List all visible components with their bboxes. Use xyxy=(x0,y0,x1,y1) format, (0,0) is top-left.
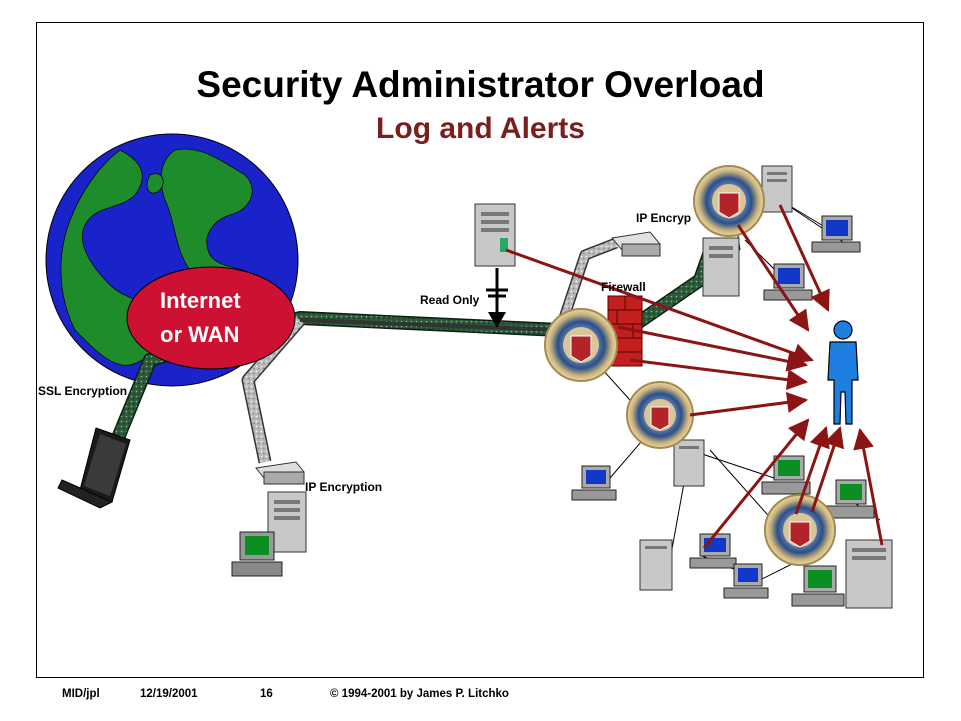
server-icon xyxy=(639,539,673,591)
workstation-icon xyxy=(763,263,813,301)
internet-cloud xyxy=(126,266,296,370)
administrator-person-icon xyxy=(827,320,859,425)
server-icon xyxy=(702,237,740,297)
ip-encryption-label: IP Encryption xyxy=(305,480,383,494)
workstation-icon xyxy=(761,455,811,495)
server-icon xyxy=(845,539,893,609)
alert-arrows xyxy=(505,204,884,549)
server-icon xyxy=(761,165,793,213)
workstation-icon xyxy=(571,465,617,501)
firewall-label: Firewall xyxy=(601,280,646,294)
footer-author: MID/jpl xyxy=(62,688,100,700)
workstation-icon xyxy=(825,479,875,519)
server-icon xyxy=(474,203,516,267)
laptop-icon xyxy=(57,427,131,509)
internet-label: Internet xyxy=(160,288,241,313)
wan-label: or WAN xyxy=(160,322,240,347)
agency-seal-icon xyxy=(693,165,765,237)
encryptor-device-icon xyxy=(255,461,305,485)
encryptor-device-icon xyxy=(611,231,661,257)
footer-copyright: © 1994-2001 by James P. Litchko xyxy=(330,688,509,700)
agency-seal-icon xyxy=(764,494,836,566)
workstation-icon xyxy=(811,215,861,253)
slide-subtitle: Log and Alerts xyxy=(376,112,585,145)
ssl-encryption-label: SSL Encryption xyxy=(38,384,128,398)
read-only-arrow-icon xyxy=(486,268,508,328)
slide-frame xyxy=(36,22,924,678)
workstation-icon xyxy=(723,563,769,599)
read-only-label: Read Only xyxy=(420,293,480,307)
agency-seal-icon xyxy=(544,308,618,382)
footer-date: 12/19/2001 xyxy=(140,688,198,700)
server-icon xyxy=(673,439,705,487)
agency-seal-icon xyxy=(626,381,694,449)
slide-title: Security Administrator Overload xyxy=(196,64,765,105)
ip-encryption-label: IP Encryp xyxy=(636,211,692,225)
footer-page-number: 16 xyxy=(260,688,273,700)
workstation-icon xyxy=(791,565,845,607)
workstation-icon xyxy=(231,531,283,577)
